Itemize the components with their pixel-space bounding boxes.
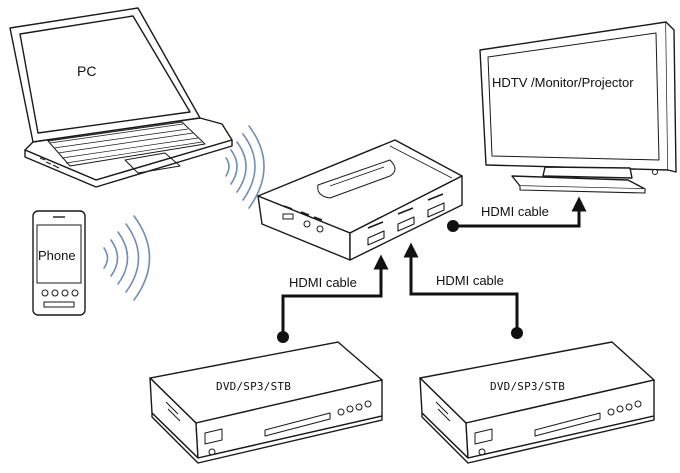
hdmi-cable-output-label: HDMI cable: [481, 204, 549, 219]
hdmi-cable-left-connector: [277, 254, 389, 343]
wireless-signal-laptop-icon: [225, 125, 265, 209]
phone-label: Phone: [38, 248, 76, 263]
hdmi-switch-box-illustration: [257, 139, 463, 261]
laptop-illustration: [9, 7, 233, 188]
hdmi-cable-output-connector: [447, 196, 587, 232]
hdtv-monitor-illustration: [479, 21, 677, 194]
hdmi-cable-right-connector: [403, 242, 523, 339]
player-left-label: DVD/SP3/STB: [216, 380, 292, 393]
hdmi-cable-left-label: HDMI cable: [289, 275, 357, 290]
dvd-player-left-illustration: [149, 341, 383, 464]
dvd-player-right-illustration: [419, 341, 655, 464]
display-label: HDTV /Monitor/Projector: [492, 75, 634, 90]
hdmi-cable-right-label: HDMI cable: [436, 273, 504, 288]
pc-label: PC: [77, 63, 97, 79]
player-right-label: DVD/SP3/STB: [490, 380, 566, 393]
wireless-signal-phone-icon: [103, 215, 151, 301]
phone-illustration: [32, 210, 86, 316]
